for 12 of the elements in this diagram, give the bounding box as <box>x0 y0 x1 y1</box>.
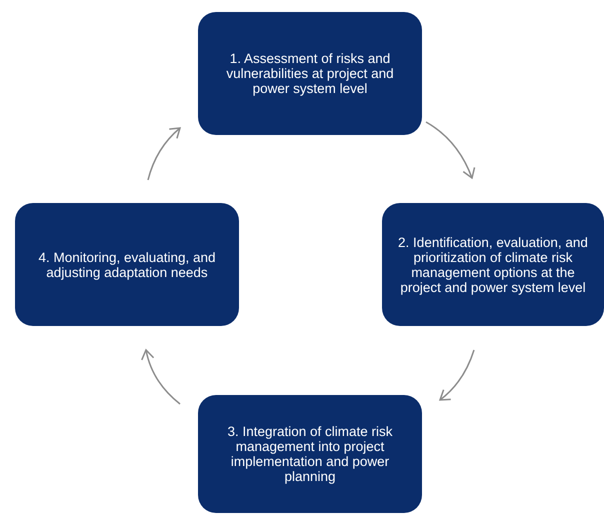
step-text: 1. Assessment of risks and vulnerabilities at project and power system level <box>225 51 395 96</box>
step-text: 4. Monitoring, evaluating, and adjusting adaptation needs <box>37 250 217 280</box>
process-box <box>15 203 239 326</box>
curved-arrow <box>141 349 180 405</box>
step-text: 3. Integration of climate risk management into project implementation and power planning <box>226 424 394 484</box>
process-box <box>198 12 422 135</box>
curved-arrow <box>147 127 181 180</box>
curved-arrow <box>439 350 475 401</box>
process-box <box>382 203 604 326</box>
step-text: 2. Identification, evaluation, and prioritization of climate risk management options at the project and power system level <box>397 234 589 294</box>
curved-arrow <box>426 121 475 179</box>
process-box <box>198 395 422 513</box>
